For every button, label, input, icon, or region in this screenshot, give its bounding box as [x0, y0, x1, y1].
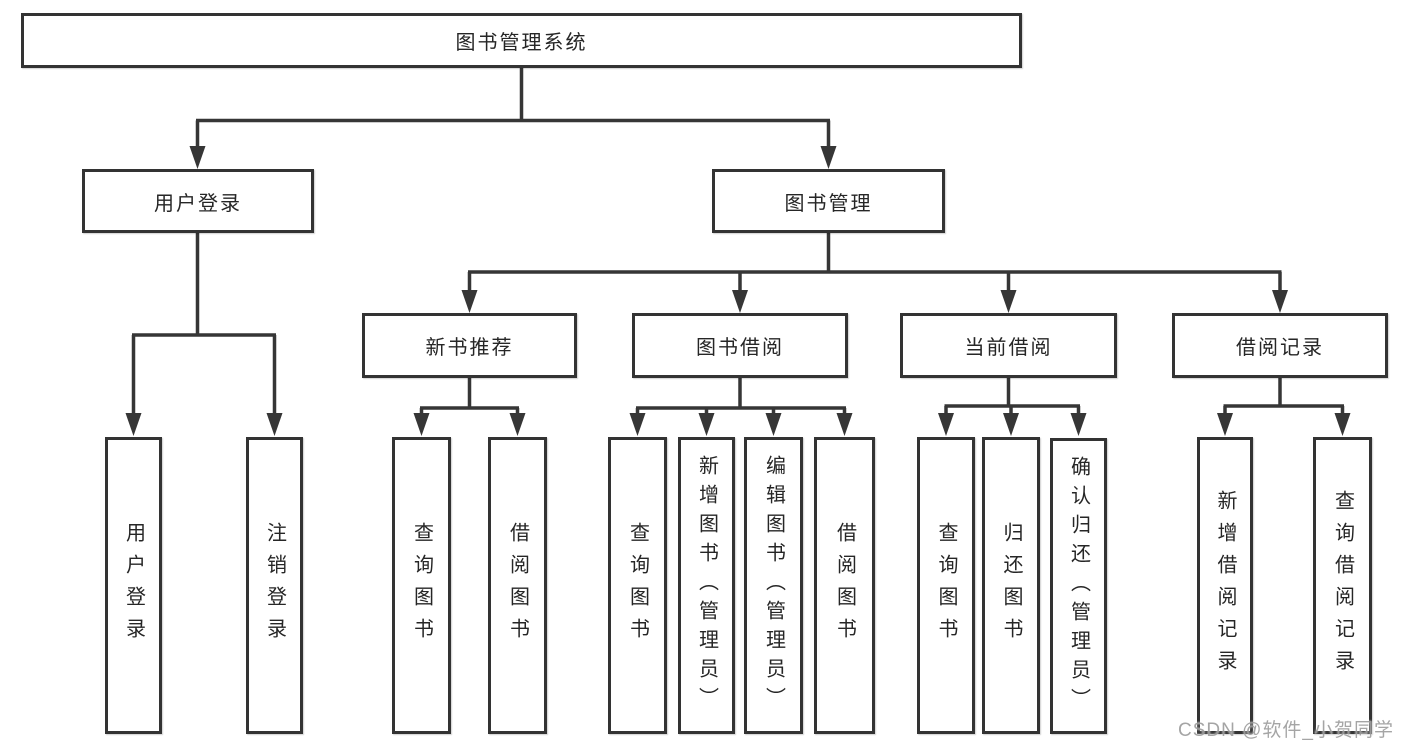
leaf-query-books-borrow: 查询图书	[608, 437, 667, 734]
node-book-management: 图书管理	[712, 169, 945, 233]
leaf-borrow-books: 借阅图书	[814, 437, 875, 734]
leaf-confirm-return-admin: 确认归还（管理员）	[1050, 438, 1107, 734]
node-user-login-label: 用户登录	[154, 192, 242, 215]
arrowheads	[125, 146, 1351, 436]
node-book-management-label: 图书管理	[784, 192, 873, 215]
leaf-add-borrow-record: 新增借阅记录	[1197, 437, 1253, 734]
leaf-query-books-current: 查询图书	[917, 437, 975, 734]
node-new-book-recommend-label: 新书推荐	[425, 337, 514, 359]
node-borrow-records: 借阅记录	[1172, 313, 1388, 378]
leaf-user-login: 用户登录	[105, 437, 162, 734]
csdn-watermark: CSDN @软件_小贺同学	[1178, 720, 1394, 741]
node-book-borrow: 图书借阅	[632, 313, 848, 378]
leaf-add-books-admin: 新增图书（管理员）	[678, 437, 735, 734]
node-new-book-recommend: 新书推荐	[362, 313, 577, 378]
leaf-query-books-recommend: 查询图书	[392, 437, 451, 734]
leaf-return-books: 归还图书	[982, 437, 1040, 734]
node-user-login: 用户登录	[82, 169, 314, 233]
leaf-query-borrow-record: 查询借阅记录	[1313, 437, 1372, 734]
leaf-borrow-books-recommend: 借阅图书	[488, 437, 547, 734]
node-borrow-records-label: 借阅记录	[1236, 337, 1324, 359]
node-root-label: 图书管理系统	[455, 32, 588, 54]
node-book-borrow-label: 图书借阅	[696, 337, 784, 359]
leaf-logout: 注销登录	[246, 437, 303, 734]
node-root-system: 图书管理系统	[21, 13, 1022, 68]
node-current-borrow-label: 当前借阅	[964, 337, 1053, 359]
leaf-edit-books-admin: 编辑图书（管理员）	[744, 437, 803, 734]
node-current-borrow: 当前借阅	[900, 313, 1117, 378]
